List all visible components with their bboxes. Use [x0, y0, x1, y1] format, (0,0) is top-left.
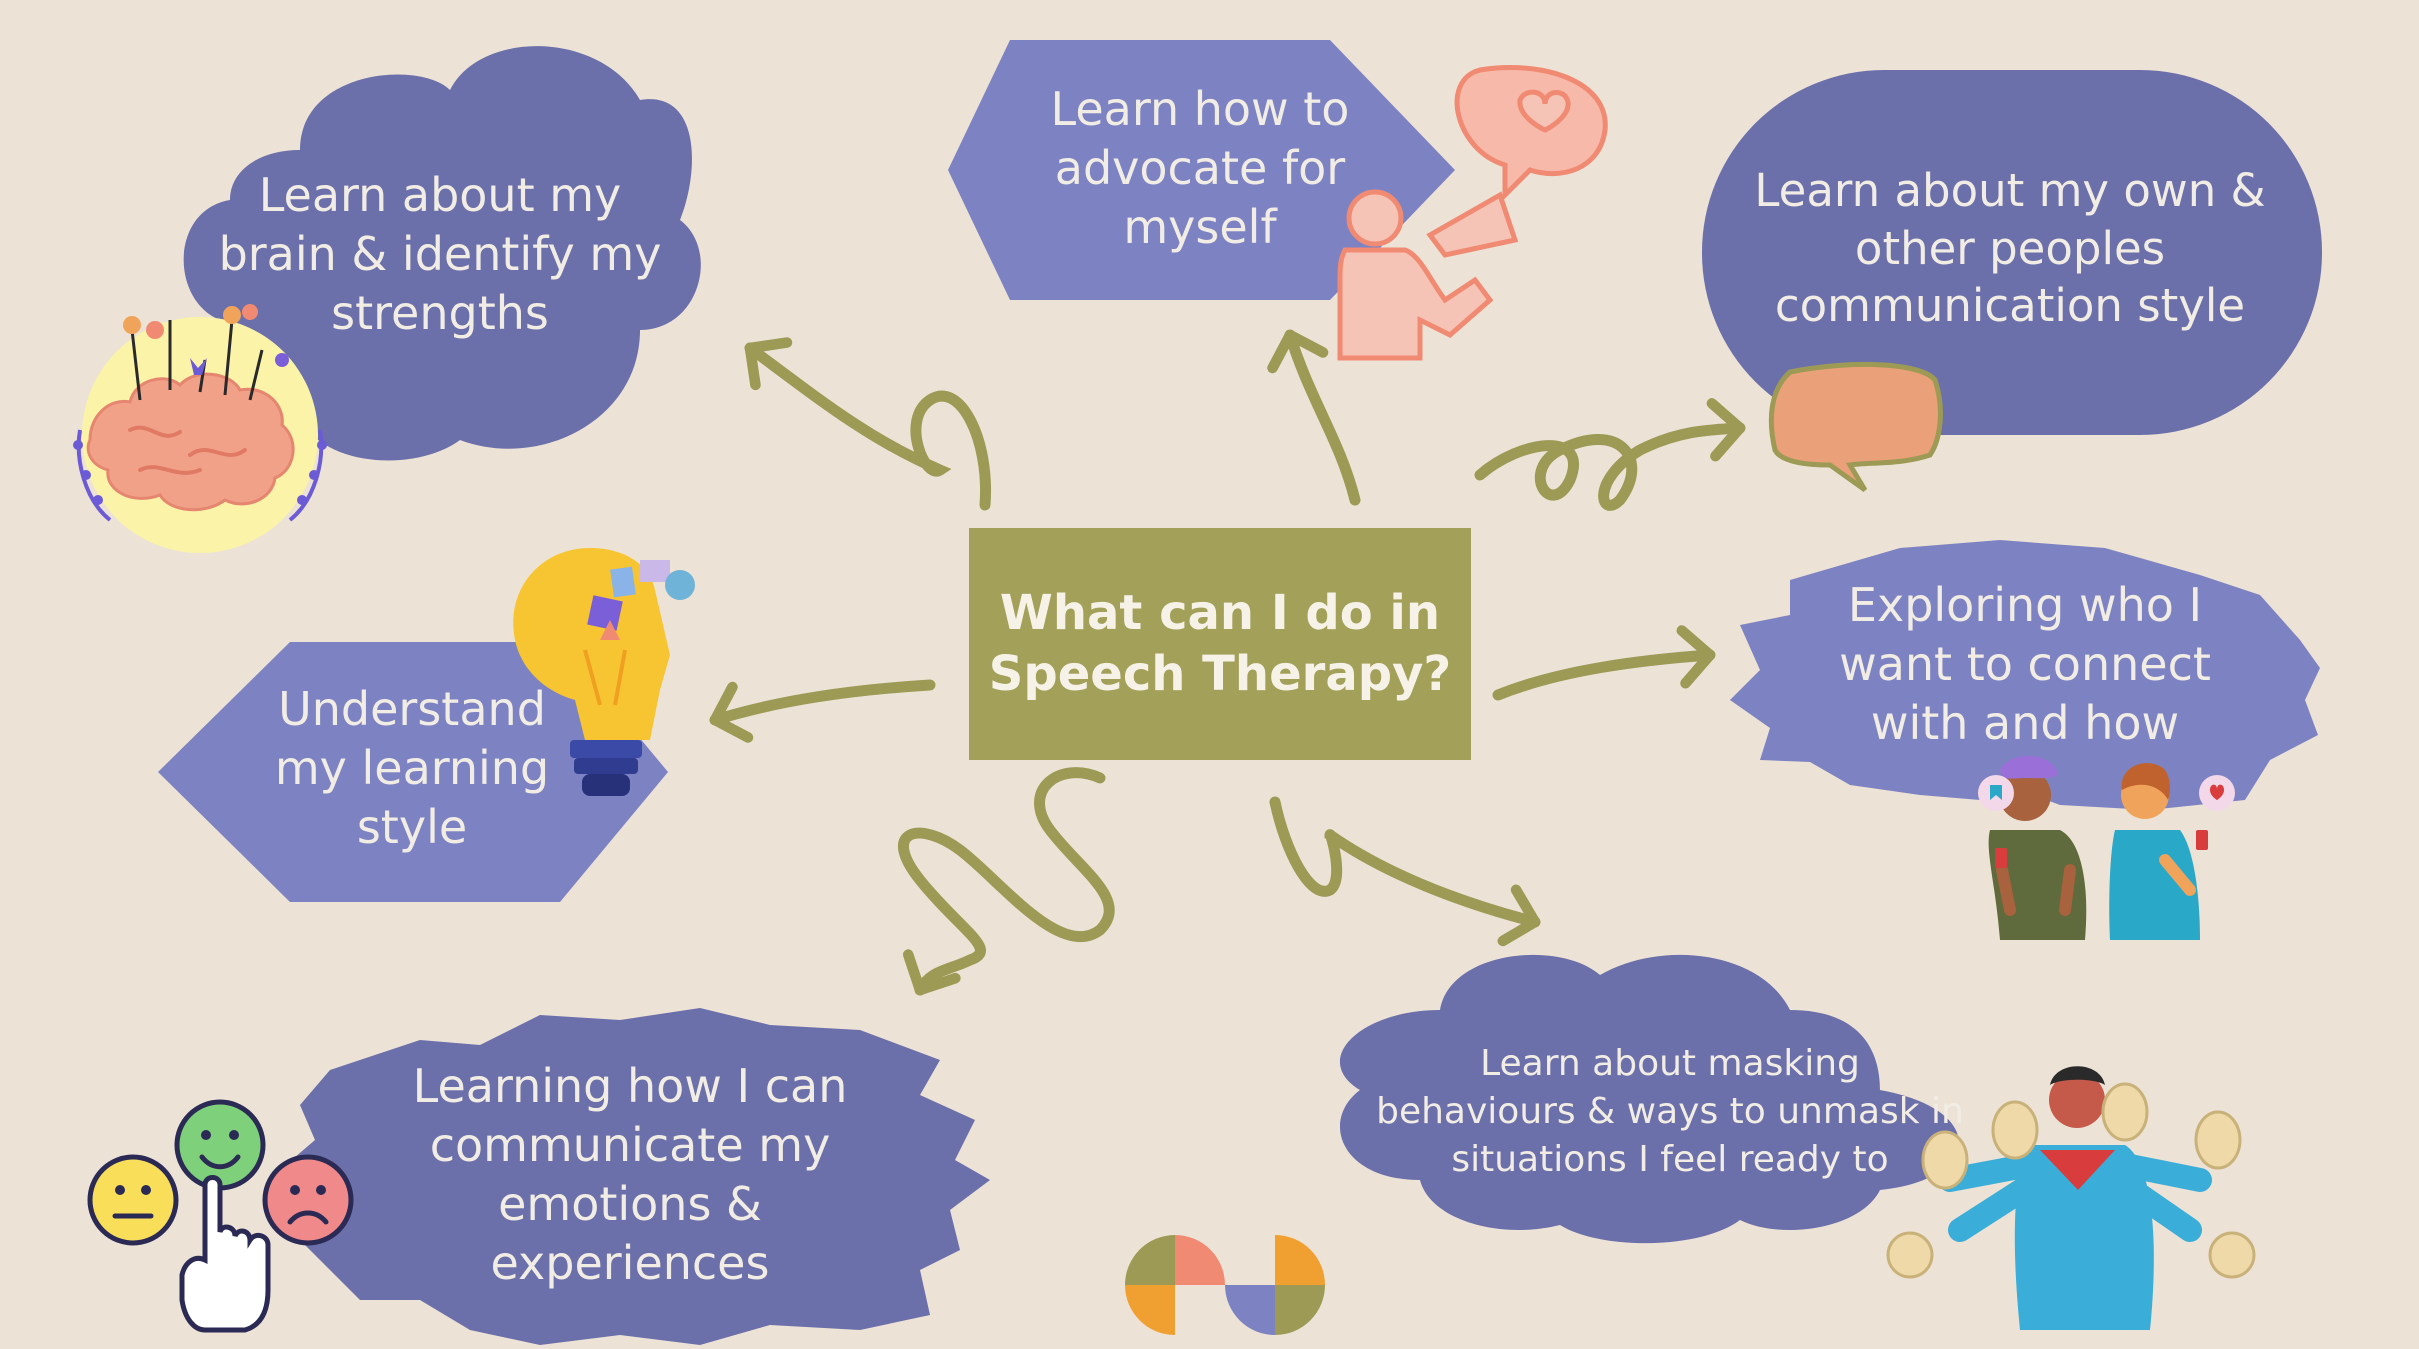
arrow-to-masking	[1269, 796, 1541, 947]
learning-style-line-1: Understand	[278, 682, 546, 736]
arrow-to-advocate	[1267, 329, 1361, 506]
arrow-to-communication-style	[1474, 398, 1746, 511]
lightbulb-icon	[513, 548, 695, 796]
brain-node-text: Learn about my brain & identify my stren…	[190, 166, 690, 343]
emotions-starburst-shape	[280, 1008, 990, 1345]
connect-node-line-1: Exploring who I	[1847, 578, 2203, 632]
brain-node-line-1: Learn about my	[258, 168, 622, 222]
masking-cloud-shape	[1339, 954, 1959, 1244]
connect-node-line-3: with and how	[1870, 695, 2180, 750]
learning-style-node-text: Understand my learning style	[252, 680, 572, 857]
arrow-to-brain	[744, 337, 992, 511]
arrow-to-connect	[1492, 625, 1716, 701]
masking-node-line-1: Learn about masking	[1480, 1043, 1860, 1084]
learning-style-line-3: style	[356, 799, 468, 854]
connect-starburst-shape	[1730, 540, 2320, 810]
logo-mark-icon	[1125, 1235, 1325, 1335]
emotions-node-line-1: Learning how I can	[412, 1059, 848, 1113]
advocate-node-line-3: myself	[1123, 199, 1277, 254]
emotions-node-line-4: experiences	[490, 1235, 770, 1290]
speech-bubble-icon	[1768, 361, 1943, 493]
masking-node-line-2: behaviours & ways to unmask in	[1376, 1090, 1964, 1132]
people-phones-icon	[1978, 755, 2235, 940]
learning-style-line-2: my learning	[274, 740, 550, 795]
masking-node-text: Learn about masking behaviours & ways to…	[1360, 1040, 1980, 1184]
masks-person-icon	[1886, 1066, 2256, 1330]
advocate-node-line-2: advocate for	[1054, 140, 1346, 195]
emotions-node-text: Learning how I can communicate my emotio…	[380, 1057, 880, 1293]
megaphone-person-icon	[1337, 65, 1608, 361]
communication-style-line-1: Learn about my own &	[1754, 164, 2266, 217]
central-question-line-2: Speech Therapy?	[988, 646, 1452, 702]
advocate-node-text: Learn how to advocate for myself	[1000, 80, 1400, 257]
brain-cloud-shape	[183, 46, 701, 461]
advocate-node-line-1: Learn how to	[1050, 82, 1350, 136]
emotions-node-line-3: emotions &	[498, 1176, 762, 1231]
connect-node-text: Exploring who I want to connect with and…	[1800, 576, 2250, 753]
communication-style-node-text: Learn about my own & other peoples commu…	[1720, 162, 2300, 335]
emotion-faces-icon	[87, 1099, 354, 1333]
central-question-box: What can I do in Speech Therapy?	[969, 528, 1471, 760]
communication-style-line-3: communication style	[1774, 279, 2246, 333]
brain-flowers-icon	[73, 304, 327, 553]
central-question-line-1: What can I do in	[999, 584, 1441, 641]
arrow-to-learning-style	[709, 679, 936, 743]
arrow-to-emotions	[897, 767, 1115, 996]
emotions-node-line-2: communicate my	[429, 1117, 831, 1172]
communication-style-shape	[1702, 70, 2322, 435]
learning-style-hexagon-shape	[158, 642, 668, 902]
connect-node-line-2: want to connect	[1839, 636, 2211, 691]
advocate-hexagon-shape	[948, 40, 1455, 300]
brain-node-line-3: strengths	[331, 285, 549, 340]
masking-node-line-3: situations I feel ready to	[1451, 1138, 1889, 1180]
brain-node-line-2: brain & identify my	[218, 226, 662, 281]
communication-style-line-2: other peoples	[1854, 221, 2166, 275]
